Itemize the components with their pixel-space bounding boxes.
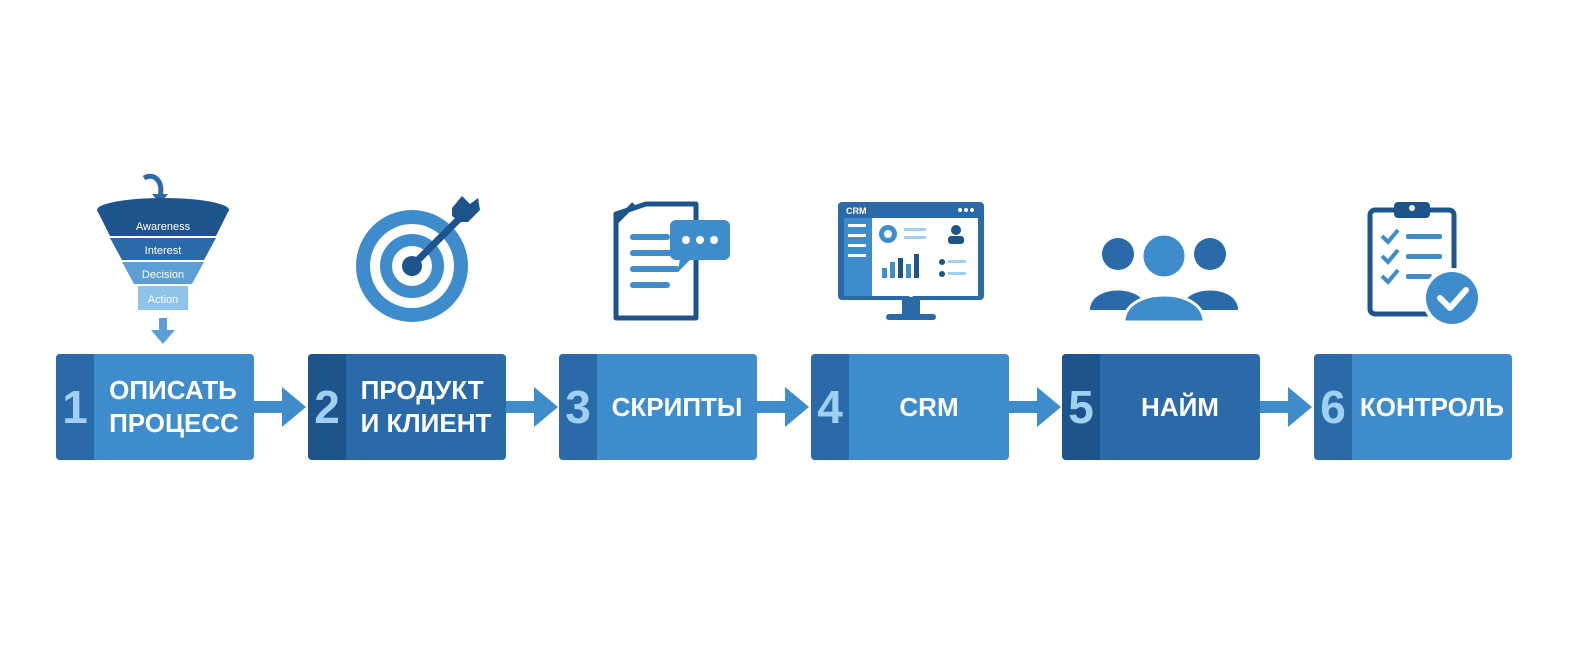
step-number: 5 bbox=[1062, 354, 1100, 460]
arrow-right-icon bbox=[254, 387, 306, 427]
step-label: ПРОДУКТ И КЛИЕНТ bbox=[346, 354, 506, 460]
funnel-stage-awareness: Awareness bbox=[136, 221, 191, 233]
step-4-crm: 4 CRM bbox=[811, 354, 1009, 460]
step-label-line1: ПРОДУКТ bbox=[360, 375, 484, 405]
step-3-scripts: 3 СКРИПТЫ bbox=[559, 354, 757, 460]
step-number: 1 bbox=[56, 354, 94, 460]
step-number: 2 bbox=[308, 354, 346, 460]
step-label-line1: ОПИСАТЬ bbox=[109, 375, 237, 405]
step-label: НАЙМ bbox=[1141, 391, 1219, 422]
funnel-icon: Awareness Interest Decision Action bbox=[97, 173, 229, 344]
arrow-right-icon bbox=[1009, 387, 1061, 427]
step-label: CRM bbox=[899, 391, 959, 422]
step-label-line2: И КЛИЕНТ bbox=[360, 408, 492, 438]
step-2-product-client: 2 ПРОДУКТ И КЛИЕНТ bbox=[308, 354, 506, 460]
arrow-right-icon bbox=[506, 387, 558, 427]
script-document-icon bbox=[613, 201, 730, 321]
team-icon bbox=[1090, 232, 1238, 324]
step-number: 6 bbox=[1314, 354, 1352, 460]
target-icon bbox=[356, 196, 480, 322]
clipboard-check-icon bbox=[1367, 202, 1482, 328]
step-1-describe-process: 1 ОПИСАТЬ ПРОЦЕСС bbox=[56, 354, 254, 460]
arrow-right-icon bbox=[757, 387, 809, 427]
step-label: КОНТРОЛЬ bbox=[1359, 391, 1505, 422]
funnel-stage-interest: Interest bbox=[145, 245, 182, 257]
step-label: ОПИСАТЬ ПРОЦЕСС bbox=[94, 354, 254, 460]
funnel-stage-action: Action bbox=[148, 294, 179, 306]
crm-monitor-icon: CRM bbox=[838, 202, 984, 320]
step-number: 3 bbox=[559, 354, 597, 460]
step-6-control: 6 КОНТРОЛЬ bbox=[1314, 354, 1512, 460]
step-5-hiring: 5 НАЙМ bbox=[1062, 354, 1260, 460]
crm-screen-label: CRM bbox=[846, 206, 867, 216]
step-label: СКРИПТЫ bbox=[611, 391, 743, 422]
arrow-right-icon bbox=[1260, 387, 1312, 427]
funnel-stage-decision: Decision bbox=[142, 269, 184, 281]
step-label-line2: ПРОЦЕСС bbox=[109, 408, 239, 438]
step-number: 4 bbox=[811, 354, 849, 460]
